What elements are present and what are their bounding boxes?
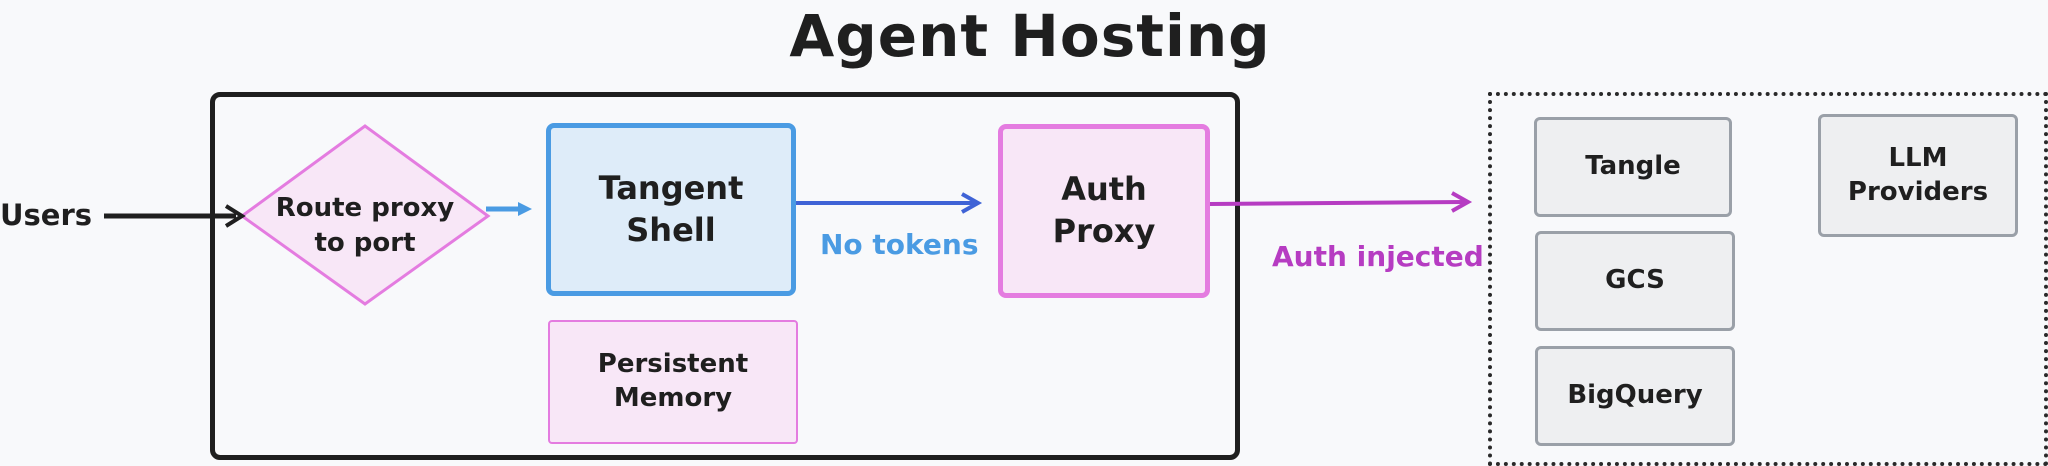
llm-providers-node: LLM Providers bbox=[1818, 114, 2018, 237]
auth-to-external-arrowhead bbox=[1451, 191, 1473, 213]
shell-to-auth-arrowhead bbox=[961, 192, 983, 214]
external-services-boundary bbox=[1488, 92, 2048, 466]
no-tokens-label: No tokens bbox=[820, 228, 979, 261]
tangle-label: Tangle bbox=[1585, 151, 1681, 182]
users-arrowhead bbox=[224, 204, 246, 228]
tangent-shell-label: Tangent Shell bbox=[598, 168, 744, 249]
gcs-label: GCS bbox=[1605, 265, 1665, 296]
tangle-node: Tangle bbox=[1534, 117, 1732, 217]
bigquery-label: BigQuery bbox=[1567, 380, 1703, 411]
users-label: Users bbox=[0, 198, 93, 232]
tangent-shell-node: Tangent Shell bbox=[546, 123, 796, 296]
route-proxy-diamond bbox=[239, 124, 491, 306]
llm-providers-label: LLM Providers bbox=[1847, 142, 1989, 207]
bigquery-node: BigQuery bbox=[1535, 346, 1735, 446]
route-proxy-label: Route proxy to port bbox=[275, 192, 455, 258]
route-to-shell-arrowhead bbox=[518, 202, 532, 216]
auth-proxy-label: Auth Proxy bbox=[1052, 170, 1156, 250]
auth-to-external-arrow bbox=[1209, 200, 1465, 206]
auth-injected-label: Auth injected bbox=[1272, 240, 1484, 273]
diagram-title: Agent Hosting bbox=[789, 2, 1271, 70]
auth-proxy-node: Auth Proxy bbox=[998, 124, 1210, 298]
agent-hosting-boundary bbox=[210, 92, 1240, 460]
gcs-node: GCS bbox=[1535, 231, 1735, 331]
persistent-memory-label: Persistent Memory bbox=[597, 349, 749, 413]
persistent-memory-node: Persistent Memory bbox=[548, 320, 798, 444]
